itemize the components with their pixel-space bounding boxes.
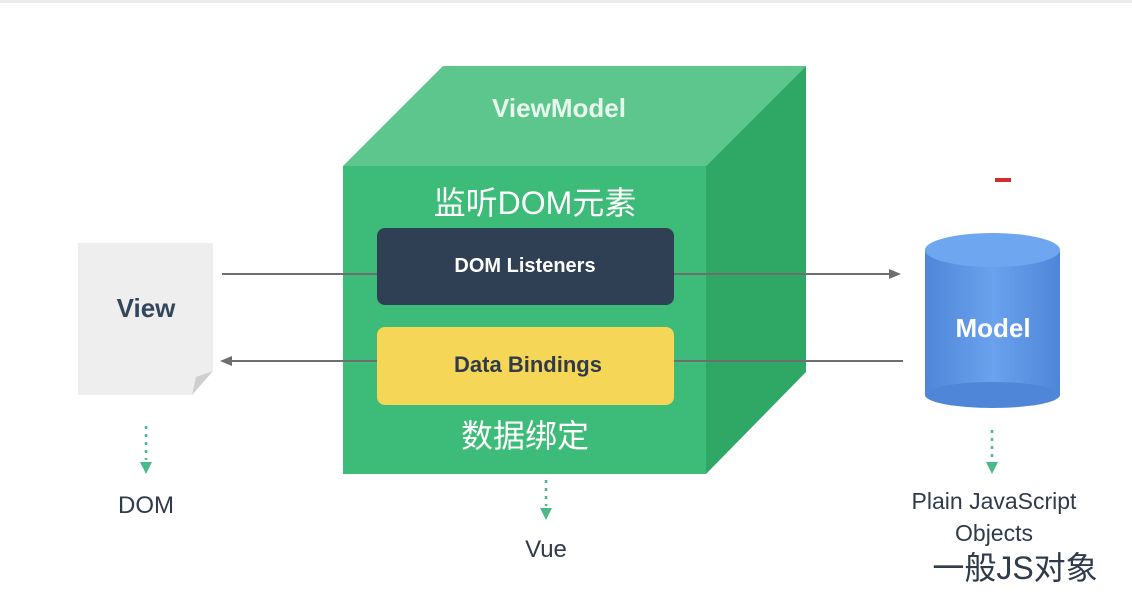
data-bindings-box [377, 327, 674, 405]
vue-label: Vue [525, 536, 567, 563]
dom-label: DOM [118, 492, 174, 519]
listen-dom-note: 监听DOM元素 [433, 185, 637, 221]
dom-listeners-label: DOM Listeners [454, 255, 596, 277]
cube-side-face [706, 66, 806, 474]
view-label: View [116, 293, 176, 323]
plain-js-objects-label: Plain JavaScript Objects [912, 485, 1077, 549]
model-cylinder [925, 233, 1060, 408]
view-down-dotted-arrow [140, 426, 152, 474]
js-object-note: 一般JS对象 [932, 550, 1098, 586]
plain-js-objects-line1: Plain JavaScript [911, 488, 1077, 514]
cube-top-face [343, 66, 806, 166]
viewmodel-title: ViewModel [492, 93, 626, 123]
top-border [0, 0, 1132, 3]
vue-down-dotted-arrow [540, 480, 552, 520]
data-binding-note: 数据绑定 [460, 418, 590, 454]
model-down-dotted-arrow [986, 430, 998, 474]
plain-js-objects-line2: Objects [955, 520, 1033, 546]
red-mark [995, 178, 1011, 182]
view-document [78, 243, 213, 395]
model-label: Model [955, 313, 1031, 343]
cube-front-face [343, 166, 706, 474]
data-bindings-label: Data Bindings [454, 352, 602, 377]
dom-listeners-box [377, 228, 674, 305]
viewmodel-cube [343, 66, 806, 474]
